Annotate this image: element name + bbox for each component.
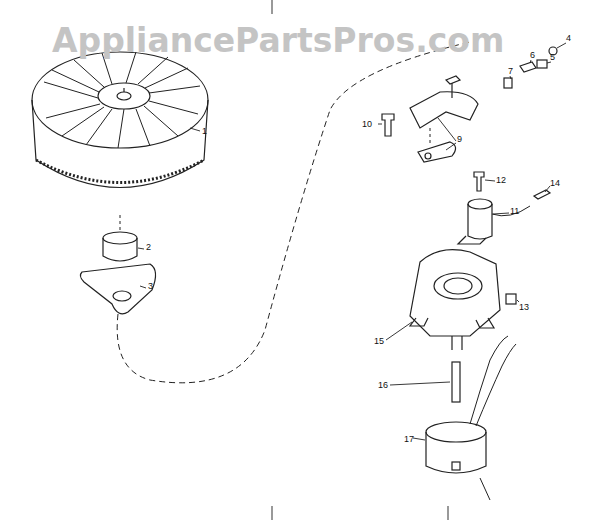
callout-number: 12 — [496, 175, 506, 185]
callout-number: 10 — [362, 119, 372, 129]
callout-number: 1 — [202, 126, 207, 136]
point-bracket — [410, 92, 478, 128]
watermark: AppliancePartsPros.com — [52, 22, 504, 60]
callout-number: 5 — [550, 52, 555, 62]
callout-number: 2 — [146, 242, 151, 252]
callout-number: 9 — [457, 134, 462, 144]
callout-number: 7 — [508, 66, 513, 76]
flywheel — [32, 52, 208, 188]
callout-number: 4 — [566, 33, 571, 43]
breaker-base — [410, 250, 500, 350]
point-arm — [418, 142, 456, 162]
spacer — [103, 232, 137, 261]
callout-number: 16 — [378, 380, 388, 390]
callout-number: 14 — [550, 178, 560, 188]
callout-number: 17 — [404, 434, 414, 444]
condenser — [458, 199, 530, 244]
plate — [80, 264, 155, 314]
callout-number: 11 — [510, 206, 519, 216]
callout-number: 6 — [530, 50, 535, 60]
callout-number: 13 — [519, 302, 529, 312]
callout-number: 3 — [148, 281, 153, 291]
coil — [426, 336, 516, 500]
callout-number: 15 — [374, 336, 384, 346]
